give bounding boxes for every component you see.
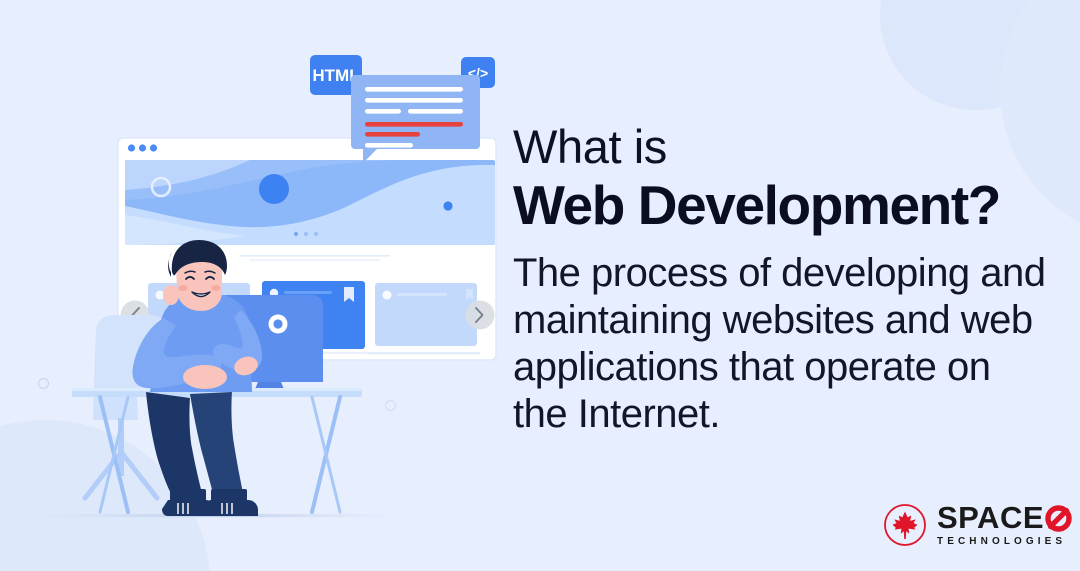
logo-slashed-o-icon <box>1045 503 1072 532</box>
window-control-dots <box>127 144 158 152</box>
chevron-right-icon <box>475 307 484 323</box>
page-title: Web Development? <box>513 174 1001 236</box>
carousel-next-button[interactable] <box>465 300 495 330</box>
eyebrow-text: What is <box>513 120 667 173</box>
carousel-indicator-dots <box>293 231 319 237</box>
html-tag-label: HTML <box>312 66 359 85</box>
bookmark-icon <box>344 287 354 302</box>
power-ring-icon <box>268 314 288 334</box>
person-developer <box>132 240 262 516</box>
space-o-technologies-logo[interactable]: SPACE TECHNOLOGIES <box>883 502 1072 548</box>
web-development-illustration: HTML </> <box>0 0 520 571</box>
maple-leaf-icon <box>883 503 927 547</box>
person-hands <box>183 356 258 389</box>
html-tag-chip: HTML <box>310 55 362 95</box>
content-divider <box>240 255 390 262</box>
person-head <box>163 240 227 311</box>
background-ring-center <box>385 400 396 411</box>
code-speech-bubble <box>351 75 480 163</box>
description-text: The process of developing and maintainin… <box>513 251 1046 436</box>
logo-brand-text: SPACE <box>937 500 1045 535</box>
hero-banner <box>125 160 495 245</box>
code-lines <box>365 87 463 148</box>
text-block: What is Web Development? The process of … <box>513 118 1053 438</box>
desk <box>72 388 362 514</box>
card-right[interactable] <box>375 283 477 346</box>
person-legs <box>146 392 247 501</box>
person-shoes <box>162 500 258 516</box>
background-ring-left <box>38 378 49 389</box>
logo-wordmark: SPACE TECHNOLOGIES <box>937 502 1072 548</box>
hero-accent-circle <box>259 174 289 204</box>
logo-tagline: TECHNOLOGIES <box>937 536 1067 547</box>
